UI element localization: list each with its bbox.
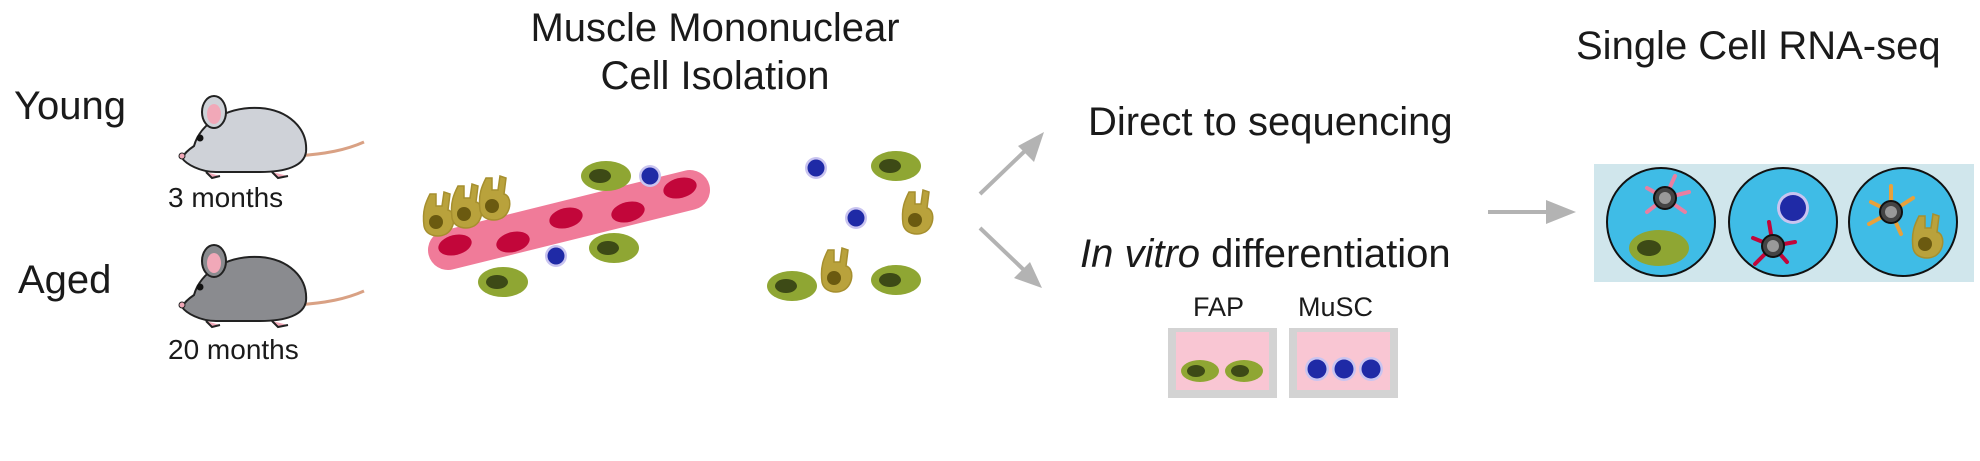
- scrna-seq-title: Single Cell RNA-seq: [1576, 24, 1941, 68]
- fap-cell: [589, 233, 639, 263]
- droplet: [1848, 167, 1958, 277]
- fap-cell: [871, 151, 921, 181]
- fap-cell: [767, 271, 817, 301]
- fap-cell: [871, 265, 921, 295]
- isolation-title-line2: Cell Isolation: [600, 54, 830, 98]
- musc-cell: [639, 165, 661, 187]
- in-vitro-italic: In vitro: [1080, 232, 1201, 276]
- aged-age-label: 20 months: [168, 334, 299, 365]
- isolation-title: Muscle Mononuclear Cell Isolation: [490, 4, 940, 100]
- myonucleus: [496, 231, 530, 253]
- differentiation-text: differentiation: [1200, 232, 1451, 276]
- in-vitro-differentiation-label: In vitro differentiation: [1080, 234, 1451, 274]
- arrow-to-scrna-seq: [1488, 200, 1576, 224]
- droplet: [1606, 167, 1716, 277]
- fap-cell: [581, 161, 631, 191]
- scrna-seq-droplets: [1594, 164, 1974, 282]
- musc-culture-well: [1289, 328, 1398, 398]
- myonucleus: [549, 207, 583, 229]
- immune-cell: [422, 191, 455, 237]
- young-label: Young: [14, 84, 126, 128]
- immune-cell: [450, 183, 483, 229]
- dissociated-cells: [767, 151, 934, 301]
- aged-label: Aged: [18, 258, 112, 302]
- droplet: [1728, 167, 1838, 277]
- young-age-label: 3 months: [168, 182, 284, 213]
- immune-cell: [901, 189, 934, 235]
- young-mouse-icon: [177, 94, 366, 180]
- immune-cell: [820, 247, 853, 293]
- fap-cell: [478, 267, 528, 297]
- myonucleus: [611, 201, 645, 223]
- musc-cell: [805, 157, 827, 179]
- immune-cell: [478, 175, 511, 221]
- isolation-title-line1: Muscle Mononuclear: [530, 6, 900, 50]
- muscle-fiber: [428, 170, 710, 270]
- direct-to-sequencing-label: Direct to sequencing: [1088, 100, 1453, 144]
- musc-cell: [845, 207, 867, 229]
- arrow-to-in-vitro: [978, 226, 1042, 288]
- musc-cell: [545, 245, 567, 267]
- fap-culture-label: FAP: [1193, 292, 1245, 322]
- musc-culture-label: MuSC: [1298, 292, 1374, 322]
- aged-mouse-icon: [177, 243, 366, 329]
- myonucleus: [438, 234, 472, 256]
- arrow-to-direct-sequencing: [978, 132, 1044, 196]
- fap-culture-well: [1168, 328, 1277, 398]
- myonucleus: [663, 177, 697, 199]
